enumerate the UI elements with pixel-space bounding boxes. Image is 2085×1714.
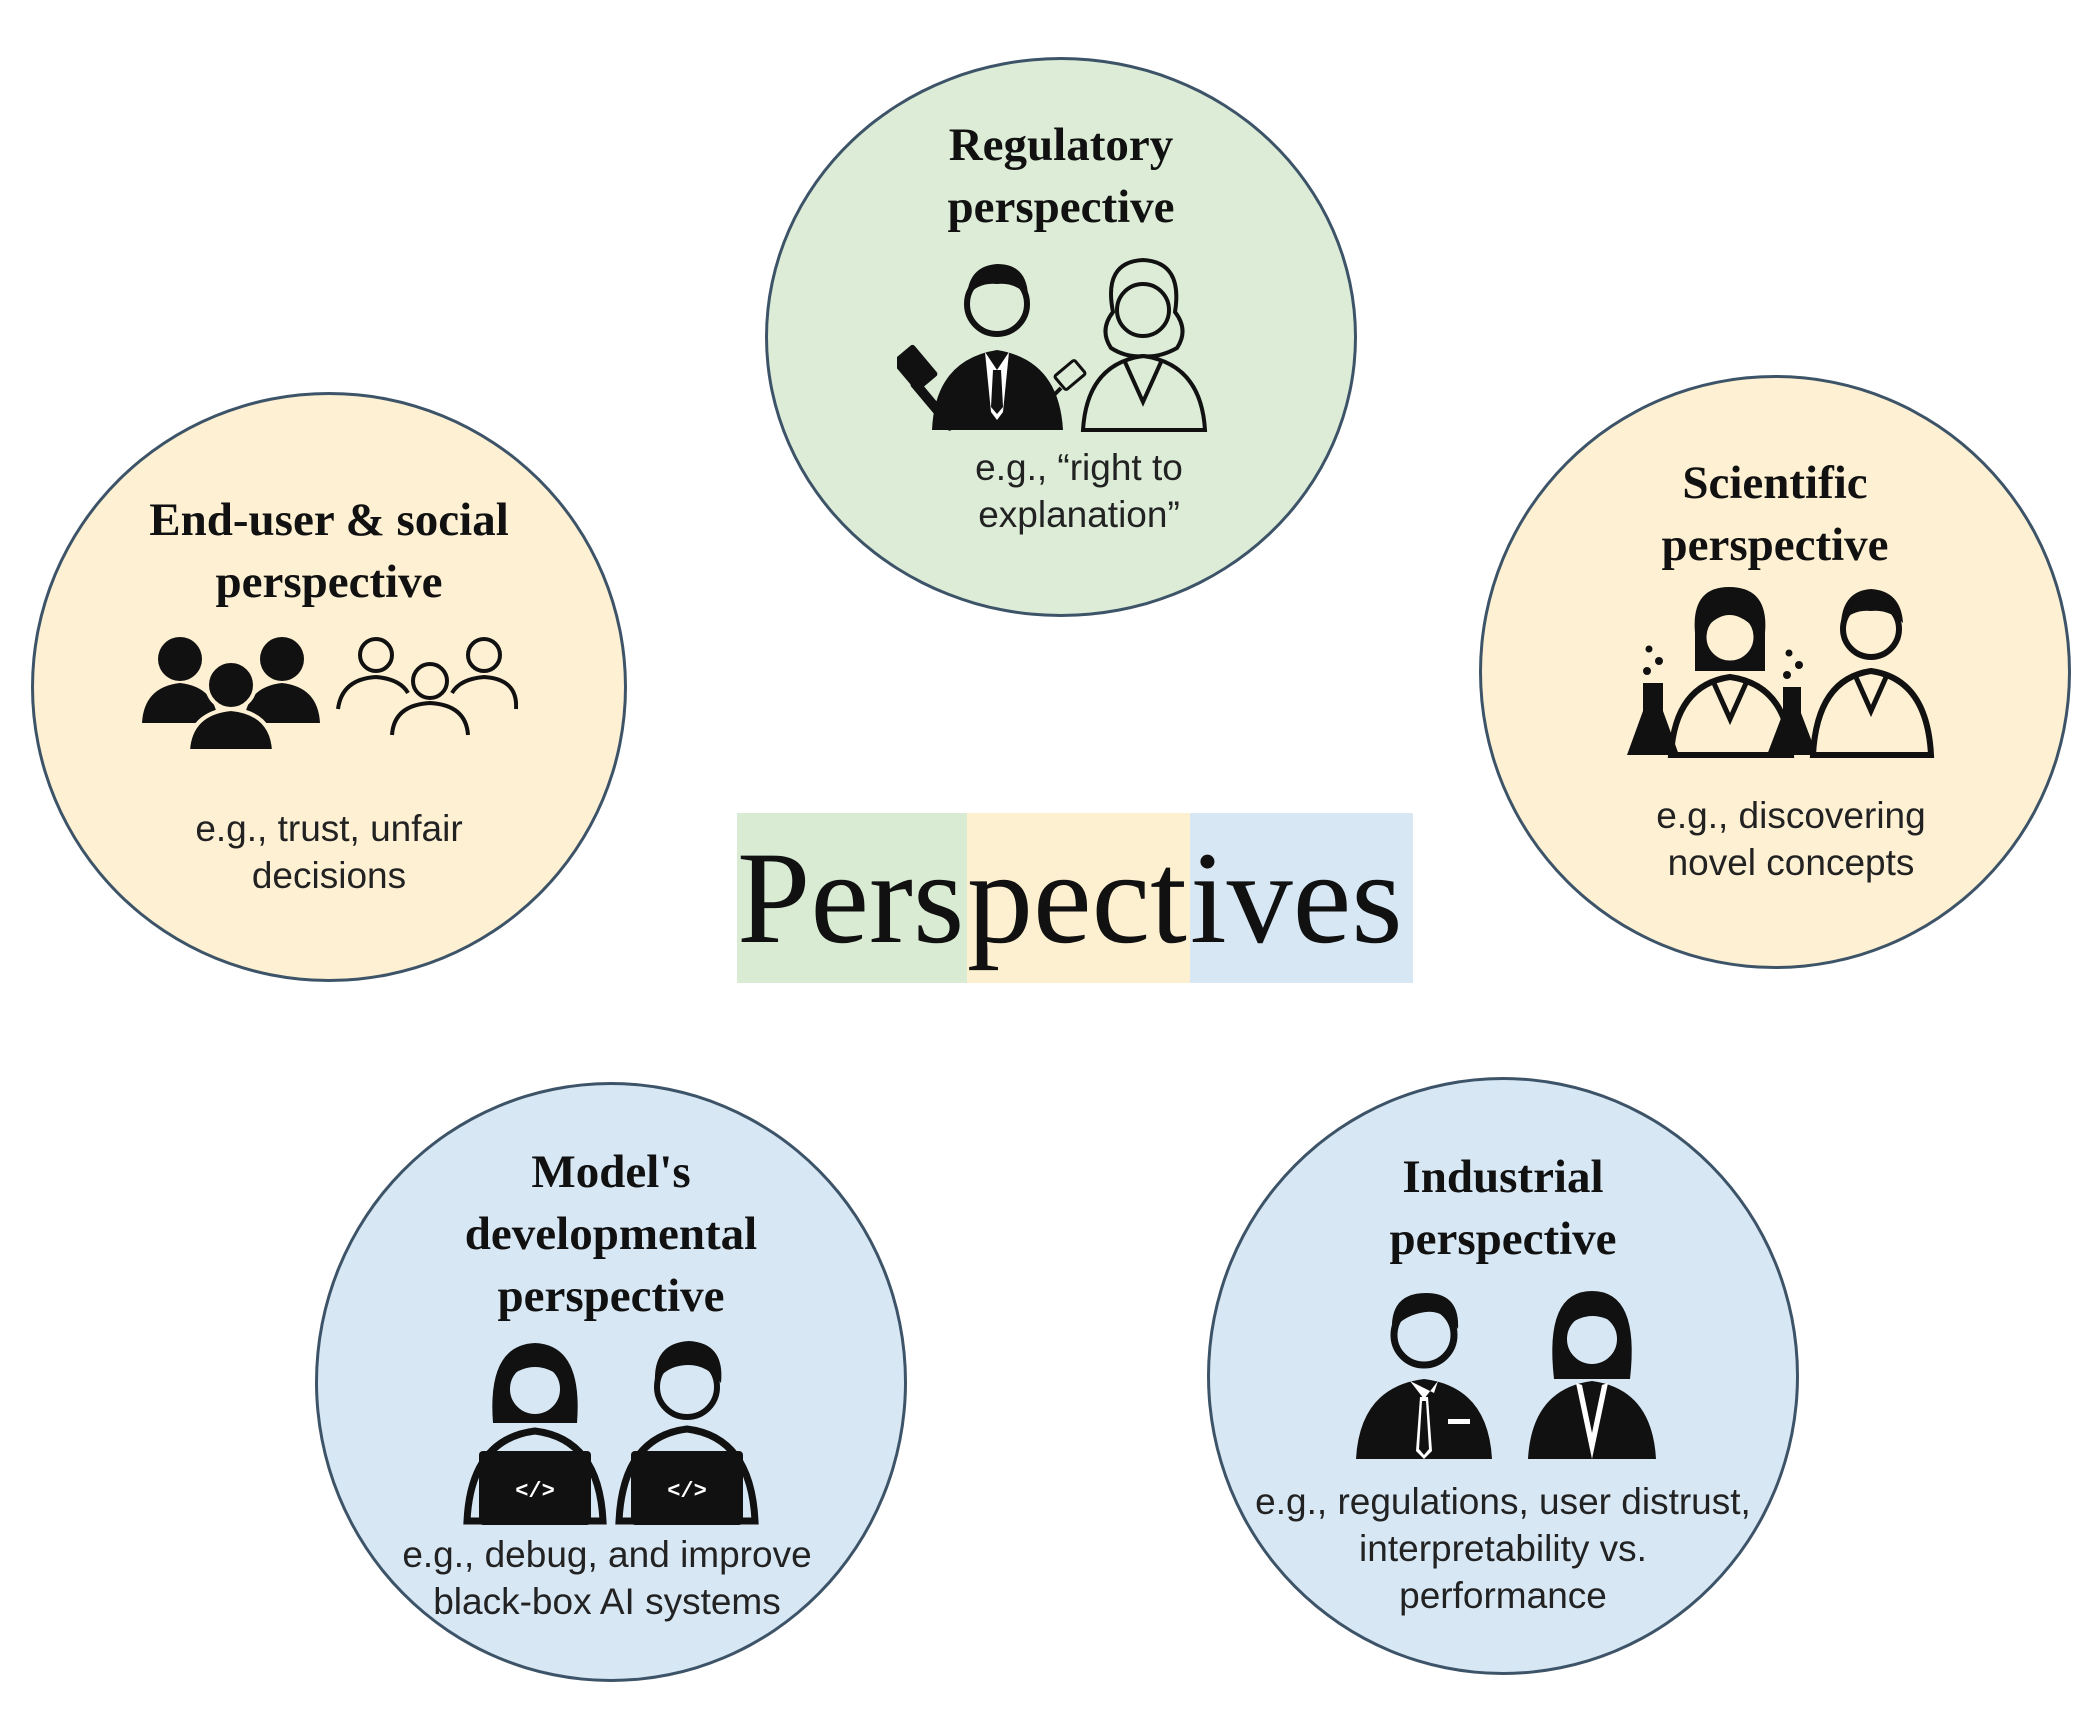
svg-text:</>: </> xyxy=(515,1479,555,1504)
industrial-perspective-circle: Industrial perspective e.g., regulations… xyxy=(1207,1077,1799,1675)
end-user-social-perspective-title: End-user & social perspective xyxy=(149,494,509,608)
center-title: Pers pect ives xyxy=(737,813,1413,983)
people-group-outline-icon xyxy=(336,637,518,736)
businesswoman-icon xyxy=(1528,1291,1656,1459)
center-title-segment-3: ives xyxy=(1190,813,1413,983)
people-group-filled-icon xyxy=(142,637,320,753)
center-title-segment-2: pect xyxy=(967,813,1190,983)
regulatory-perspective-title: Regulatory perspective xyxy=(947,119,1175,233)
businessman-icon xyxy=(1356,1293,1492,1459)
male-developer-laptop-icon: </> xyxy=(615,1341,759,1525)
regulatory-perspective-example: e.g., “right to explanation” xyxy=(975,447,1183,535)
female-judge-gavel-icon xyxy=(1039,257,1208,432)
scientific-perspective-circle: Scientific perspective xyxy=(1479,375,2071,969)
developmental-perspective-circle: Model's developmental perspective </> </… xyxy=(315,1082,907,1682)
end-user-social-perspective-circle: End-user & social perspective e.g., trus… xyxy=(31,392,627,982)
center-title-segment-1: Pers xyxy=(737,813,967,983)
male-judge-gavel-icon xyxy=(897,264,1063,431)
regulatory-perspective-circle: Regulatory perspective e.g., “right t xyxy=(765,57,1357,617)
svg-text:</>: </> xyxy=(667,1479,707,1504)
developmental-perspective-title: Model's developmental perspective xyxy=(464,1146,758,1322)
female-scientist-flask-icon xyxy=(1627,587,1795,758)
industrial-perspective-title: Industrial perspective xyxy=(1389,1151,1617,1265)
scientific-perspective-title: Scientific perspective xyxy=(1661,457,1889,571)
industrial-perspective-example: e.g., regulations, user distrust, interp… xyxy=(1255,1481,1751,1616)
scientific-perspective-example: e.g., discovering novel concepts xyxy=(1656,795,1926,883)
developmental-perspective-example: e.g., debug, and improve black-box AI sy… xyxy=(402,1534,812,1622)
end-user-social-perspective-example: e.g., trust, unfair decisions xyxy=(195,808,463,896)
male-scientist-flask-icon xyxy=(1767,589,1935,758)
female-developer-laptop-icon: </> xyxy=(463,1343,607,1525)
